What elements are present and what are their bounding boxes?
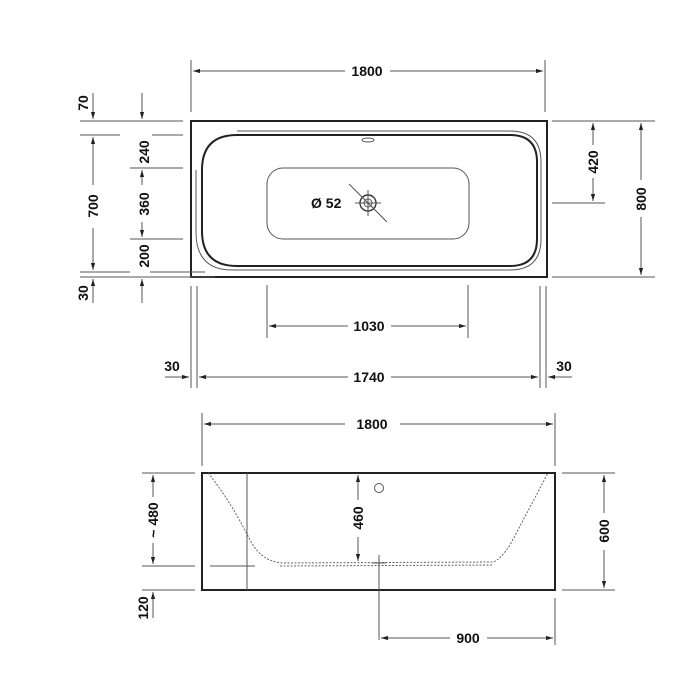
top-length-label: 1800 — [351, 63, 382, 79]
rim-top-label: 240 — [136, 140, 152, 164]
top-depth-label: 800 — [633, 187, 649, 211]
inner-depth-label: 700 — [85, 194, 101, 218]
top-view: Ø 52 1800 420 800 70 700 — [75, 60, 655, 388]
drain-icon — [348, 183, 388, 223]
rim-bottom-label: 200 — [136, 244, 152, 268]
base-height-label: 120 — [135, 596, 151, 620]
inner-depth-approx-label: ~ 480 — [145, 502, 161, 538]
side-view: 1800 600 460 ~ 480 120 900 — [135, 413, 615, 646]
drain-position-label: 900 — [456, 630, 480, 646]
overflow-icon — [361, 137, 375, 143]
side-height-label: 600 — [596, 519, 612, 543]
offset-bottom-label: 30 — [75, 285, 91, 301]
tub-basin — [266, 167, 470, 240]
inner-length-label: 1740 — [353, 369, 384, 385]
basin-length-label: 1030 — [353, 318, 384, 334]
overflow-icon — [374, 483, 384, 493]
basin-width-label: 360 — [136, 192, 152, 216]
drain-offset-label: 420 — [585, 150, 601, 174]
tub-rim — [201, 134, 538, 267]
drain-diameter-label: Ø 52 — [311, 195, 342, 211]
side-length-label: 1800 — [356, 416, 387, 432]
tub-outline-top — [190, 120, 548, 278]
offset-top-label: 70 — [75, 95, 91, 111]
drain-depth-label: 460 — [350, 506, 366, 530]
offset-right-label: 30 — [556, 358, 572, 374]
tub-inner-profile — [207, 472, 549, 564]
offset-left-label: 30 — [164, 358, 180, 374]
